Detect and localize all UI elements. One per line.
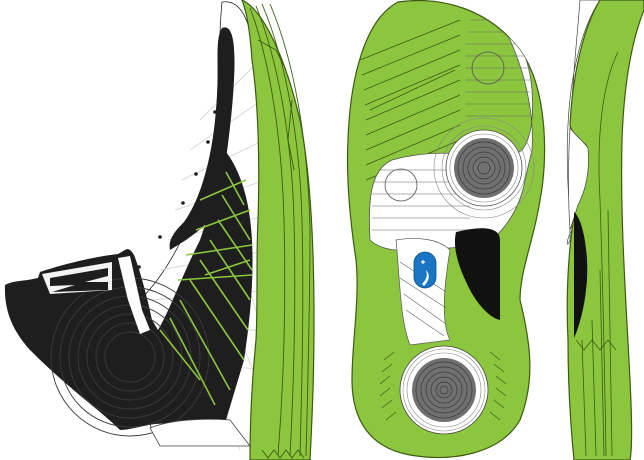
eyelets: [137, 110, 217, 269]
logo-lettering: [42, 256, 150, 334]
upper-side-view: [4, 1, 286, 451]
swoosh-icon: [422, 270, 429, 286]
forefoot-pod: [433, 117, 535, 219]
plus-icon: [421, 260, 425, 264]
midsole-profile-left: [241, 0, 315, 460]
flywire-cords: [159, 171, 253, 406]
midsole-profile-right: [566, 0, 644, 460]
swoosh-plus-badge: [413, 251, 437, 289]
heel-pod: [399, 345, 489, 435]
outsole-bottom-view: [346, 0, 546, 459]
